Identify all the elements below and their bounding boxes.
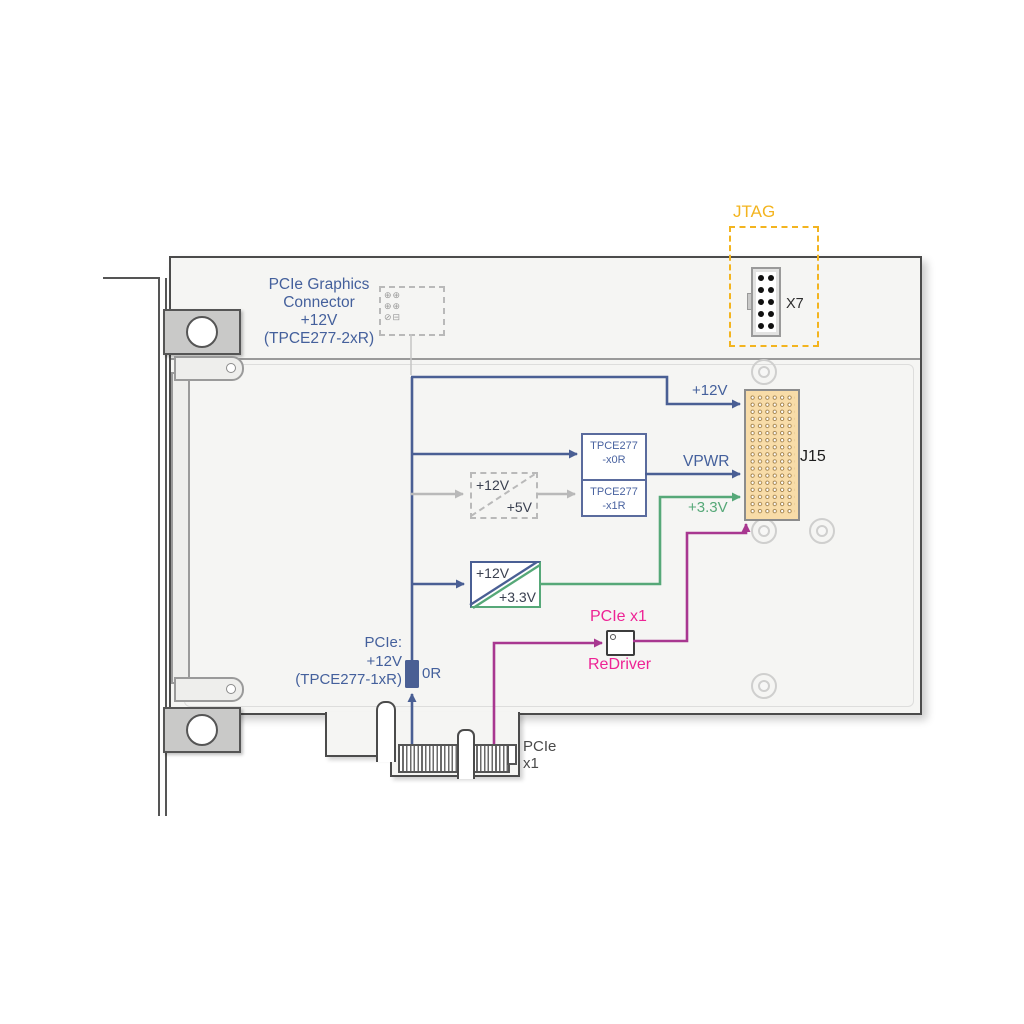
gold-fingers-power xyxy=(398,744,459,773)
j15-pin-grid xyxy=(750,395,795,516)
label-line: PCIe: xyxy=(364,634,402,651)
front-panel-connector-body xyxy=(171,372,190,684)
rail-label-12v: +12V xyxy=(692,382,728,399)
zero-ohm-resistor xyxy=(405,660,419,688)
label-line: PCIe Graphics xyxy=(268,276,370,293)
jtag-outline xyxy=(729,226,819,347)
x7-label: X7 xyxy=(786,296,804,312)
label-line: (TPCE277-2xR) xyxy=(263,330,375,347)
pcie-12v-label: PCIe: +12V (TPCE277-1xR) xyxy=(258,634,402,690)
bracket-tab-bottom xyxy=(163,707,241,753)
rail-label-vpwr: VPWR xyxy=(683,453,730,470)
label-line: Connector xyxy=(283,294,355,311)
pin-symbol-row: ⊘⊟ xyxy=(384,312,402,322)
connector-tab-hole-bottom xyxy=(226,684,236,694)
mounting-hole xyxy=(751,518,777,544)
tpce277-x1r-box: TPCE277 -x1R xyxy=(583,481,645,525)
pin1-marker xyxy=(609,633,616,640)
mounting-hole xyxy=(751,673,777,699)
label-line: +12V xyxy=(366,652,402,670)
box-line: TPCE277 xyxy=(590,486,638,498)
bracket-screw-hole-top xyxy=(186,316,218,348)
gold-fingers-signal xyxy=(472,744,510,773)
front-panel-connector-tab-bottom xyxy=(174,677,244,702)
redriver-chip xyxy=(606,630,635,656)
resistor-label: 0R xyxy=(422,665,442,682)
pin-symbol-row: ⊕⊕ xyxy=(384,290,402,300)
j15-connector xyxy=(744,389,800,521)
converter-output-label: +5V xyxy=(506,499,532,515)
converter-12v-3v3: +12V +3.3V xyxy=(470,561,541,608)
edge-connector-label: PCIe x1 xyxy=(523,738,557,772)
label-line: PCIe xyxy=(523,738,557,755)
box-line: -x0R xyxy=(602,453,626,466)
jtag-header-x7 xyxy=(751,267,781,337)
graphics-power-connector-pins: ⊕⊕ ⊕⊕ ⊘⊟ xyxy=(384,290,401,323)
box-line: TPCE277 xyxy=(590,440,638,452)
redriver-top-label: PCIe x1 xyxy=(590,608,647,625)
mounting-hole xyxy=(809,518,835,544)
converter-input-label: +12V xyxy=(476,565,510,581)
gold-finger-end xyxy=(507,744,517,765)
rail-label-3v3: +3.3V xyxy=(688,499,728,516)
x7-pin-field xyxy=(756,272,776,332)
bracket-arm xyxy=(103,277,160,279)
bracket-tab-top xyxy=(163,309,241,355)
converter-12v-5v: +12V +5V xyxy=(470,472,538,519)
box-line: -x1R xyxy=(602,499,626,512)
board-divider-line xyxy=(171,358,920,360)
j15-label: J15 xyxy=(800,448,826,465)
bracket-bar xyxy=(158,278,167,816)
tpce277-x0r-box: TPCE277 -x0R xyxy=(583,435,645,481)
converter-output-label: +3.3V xyxy=(499,589,536,605)
graphics-connector-label: PCIe Graphics Connector +12V (TPCE277-2x… xyxy=(238,276,400,348)
jtag-title: JTAG xyxy=(733,202,776,221)
label-line: +12V xyxy=(300,312,338,329)
converter-input-label: +12V xyxy=(476,477,510,493)
redriver-bottom-label: ReDriver xyxy=(588,656,652,673)
label-line: (TPCE277-1xR) xyxy=(295,671,402,688)
pin-symbol-row: ⊕⊕ xyxy=(384,301,402,311)
label-line: x1 xyxy=(523,754,539,772)
front-panel-connector-tab-top xyxy=(174,356,244,381)
edge-connector-key-slot xyxy=(457,729,475,779)
card-edge-notch xyxy=(376,701,396,762)
mounting-hole xyxy=(751,359,777,385)
bracket-screw-hole-bottom xyxy=(186,714,218,746)
tpce277-option-boxes: TPCE277 -x0R TPCE277 -x1R xyxy=(581,433,647,517)
connector-tab-hole-top xyxy=(226,363,236,373)
graphics-power-connector-outline xyxy=(379,286,445,336)
